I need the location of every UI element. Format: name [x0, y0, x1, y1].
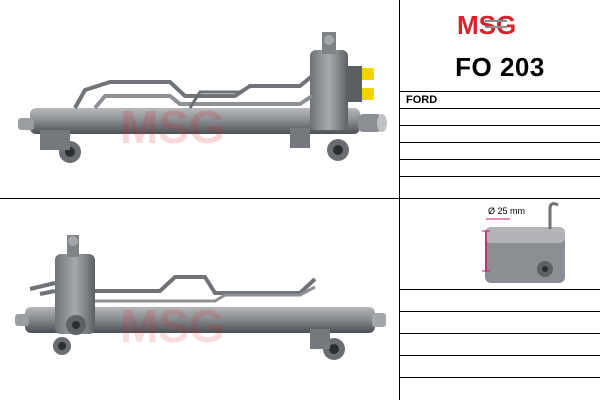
- table-line: [400, 311, 600, 333]
- table-line: [400, 355, 600, 377]
- steering-rack-photo-top: MSG: [0, 0, 399, 198]
- watermark-bottom: MSG: [120, 300, 225, 352]
- application-row: [400, 125, 600, 142]
- application-row: [400, 108, 600, 125]
- application-table: FORD: [400, 91, 600, 193]
- application-row: [400, 176, 600, 193]
- vertical-divider: [399, 0, 400, 400]
- horizontal-divider: [0, 198, 600, 199]
- watermark-top: MSG: [120, 101, 225, 153]
- rack-housing: [30, 108, 360, 134]
- port-detail: Ø 25 mm: [400, 199, 600, 289]
- steering-rack-photo-bottom: MSG: [0, 199, 399, 400]
- table-line: [400, 377, 600, 399]
- table-line: [400, 289, 600, 311]
- application-row: [400, 159, 600, 176]
- application-row: [400, 142, 600, 159]
- lower-lines: [400, 289, 600, 399]
- part-number: FO 203: [455, 52, 545, 82]
- table-line: [400, 333, 600, 355]
- diameter-label: Ø 25 mm: [488, 206, 525, 216]
- logo-text: MSG: [457, 10, 516, 40]
- msg-logo: MSG: [455, 10, 555, 40]
- application-row: FORD: [400, 91, 600, 108]
